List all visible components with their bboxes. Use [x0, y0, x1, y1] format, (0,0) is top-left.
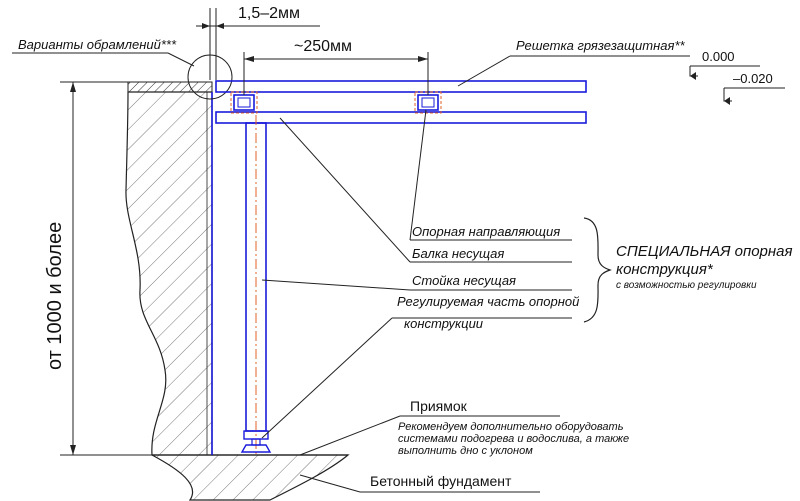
label-recommend-1: Рекомендуем дополнительно оборудовать	[398, 421, 624, 433]
label-pit: Приямок	[410, 398, 467, 414]
support-guide-right	[417, 94, 439, 111]
level-top-label: 0.000	[702, 49, 735, 64]
dim-spacing-arrow-left	[244, 56, 254, 62]
label-grate: Решетка грязезащитная**	[516, 38, 685, 53]
dim-depth-arrow-bottom	[70, 445, 76, 455]
dim-spacing-arrow-right	[418, 56, 428, 62]
label-adjustable-2: конструкции	[404, 316, 484, 331]
leader-frame-variants-2	[167, 52, 195, 67]
label-adjustable-1: Регулируемая часть опорной	[397, 294, 580, 309]
grate-plate	[215, 80, 587, 93]
label-recommend-3: выполнить дно с уклоном	[398, 445, 533, 457]
level-bottom-label: –0.020	[733, 71, 773, 86]
dim-gap-arrow-left	[202, 23, 210, 29]
concrete-foundation	[151, 454, 350, 501]
soil-wall	[125, 91, 213, 456]
dim-gap-arrow-right	[216, 23, 224, 29]
dim-spacing-label: ~250мм	[294, 38, 353, 55]
soil-top-hatch	[127, 81, 213, 93]
level-bottom-arrow	[724, 97, 730, 105]
label-special-2: конструкция*	[616, 261, 713, 278]
leader-foundation-diag	[299, 474, 361, 493]
label-special-1: СПЕЦИАЛЬНАЯ опорная	[616, 243, 793, 260]
level-top-arrow	[690, 72, 696, 80]
dim-depth-arrow-top	[70, 82, 76, 92]
label-beam: Балка несущая	[412, 246, 505, 261]
special-brace	[583, 217, 612, 323]
leader-grate	[457, 55, 511, 87]
adjustable-foot	[240, 444, 272, 453]
leader-guide-diag	[409, 109, 427, 241]
support-guide-left	[233, 94, 255, 111]
support-guide-left-inner	[237, 97, 251, 108]
dim-depth-label: от 1000 и более	[44, 221, 66, 370]
leader-post-diag	[261, 279, 411, 291]
label-guide: Опорная направляющия	[412, 224, 561, 239]
leader-pit-diag	[299, 415, 401, 456]
support-guide-right-inner	[421, 97, 435, 108]
label-post: Стойка несущая	[412, 273, 516, 288]
label-frame-variants: Варианты обрамлений***	[18, 37, 177, 52]
leader-beam-diag	[279, 117, 411, 263]
label-foundation: Бетонный фундамент	[370, 473, 512, 489]
support-beam	[215, 111, 587, 124]
leader-adjustable-diag	[261, 317, 393, 439]
label-recommend-2: системами подогрева и водослива, а также	[398, 433, 630, 445]
dim-gap-label: 1,5–2мм	[238, 5, 301, 22]
label-special-3: с возможностью регулировки	[616, 280, 757, 291]
